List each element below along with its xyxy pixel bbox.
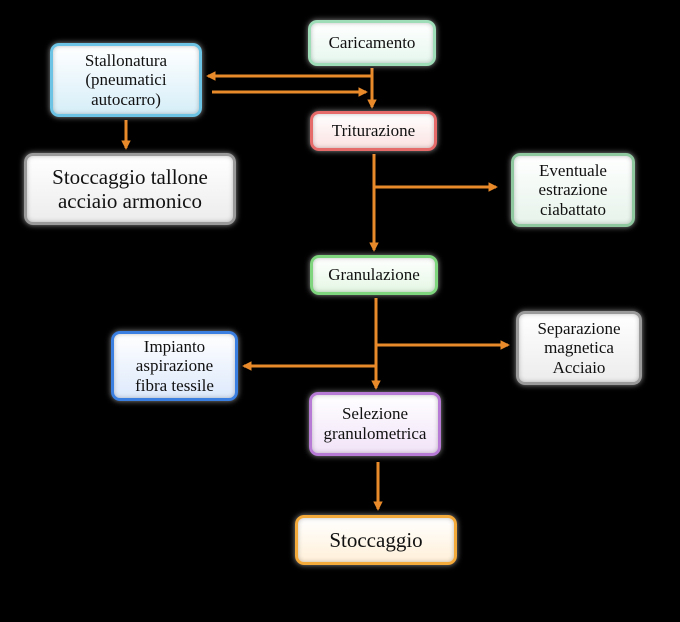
node-separazione-label: Separazione magnetica Acciaio [537,318,621,377]
node-impianto-aspirazione: Impianto aspirazione fibra tessile [111,331,238,401]
node-granulazione: Granulazione [310,255,438,295]
node-selezione-label: Selezione granulometrica [323,404,427,443]
node-eventuale-label: Eventuale estrazione ciabattato [538,160,608,219]
node-selezione-granulometrica: Selezione granulometrica [309,392,441,456]
node-stallonatura-label: Stallonatura (pneumatici autocarro) [84,50,168,109]
node-caricamento-label: Caricamento [328,33,416,53]
node-stoccaggio: Stoccaggio [295,515,457,565]
node-stallonatura: Stallonatura (pneumatici autocarro) [50,43,202,117]
node-stoccaggio-tallone-label: Stoccaggio tallone acciaio armonico [52,164,208,213]
node-granulazione-label: Granulazione [328,265,420,285]
node-impianto-label: Impianto aspirazione fibra tessile [135,336,214,395]
node-triturazione-label: Triturazione [331,121,416,141]
node-stoccaggio-tallone: Stoccaggio tallone acciaio armonico [24,153,236,225]
node-eventuale-estrazione: Eventuale estrazione ciabattato [511,153,635,227]
node-stoccaggio-label: Stoccaggio [329,527,423,552]
node-triturazione: Triturazione [310,111,437,151]
node-caricamento: Caricamento [308,20,436,66]
node-separazione-magnetica: Separazione magnetica Acciaio [516,311,642,385]
